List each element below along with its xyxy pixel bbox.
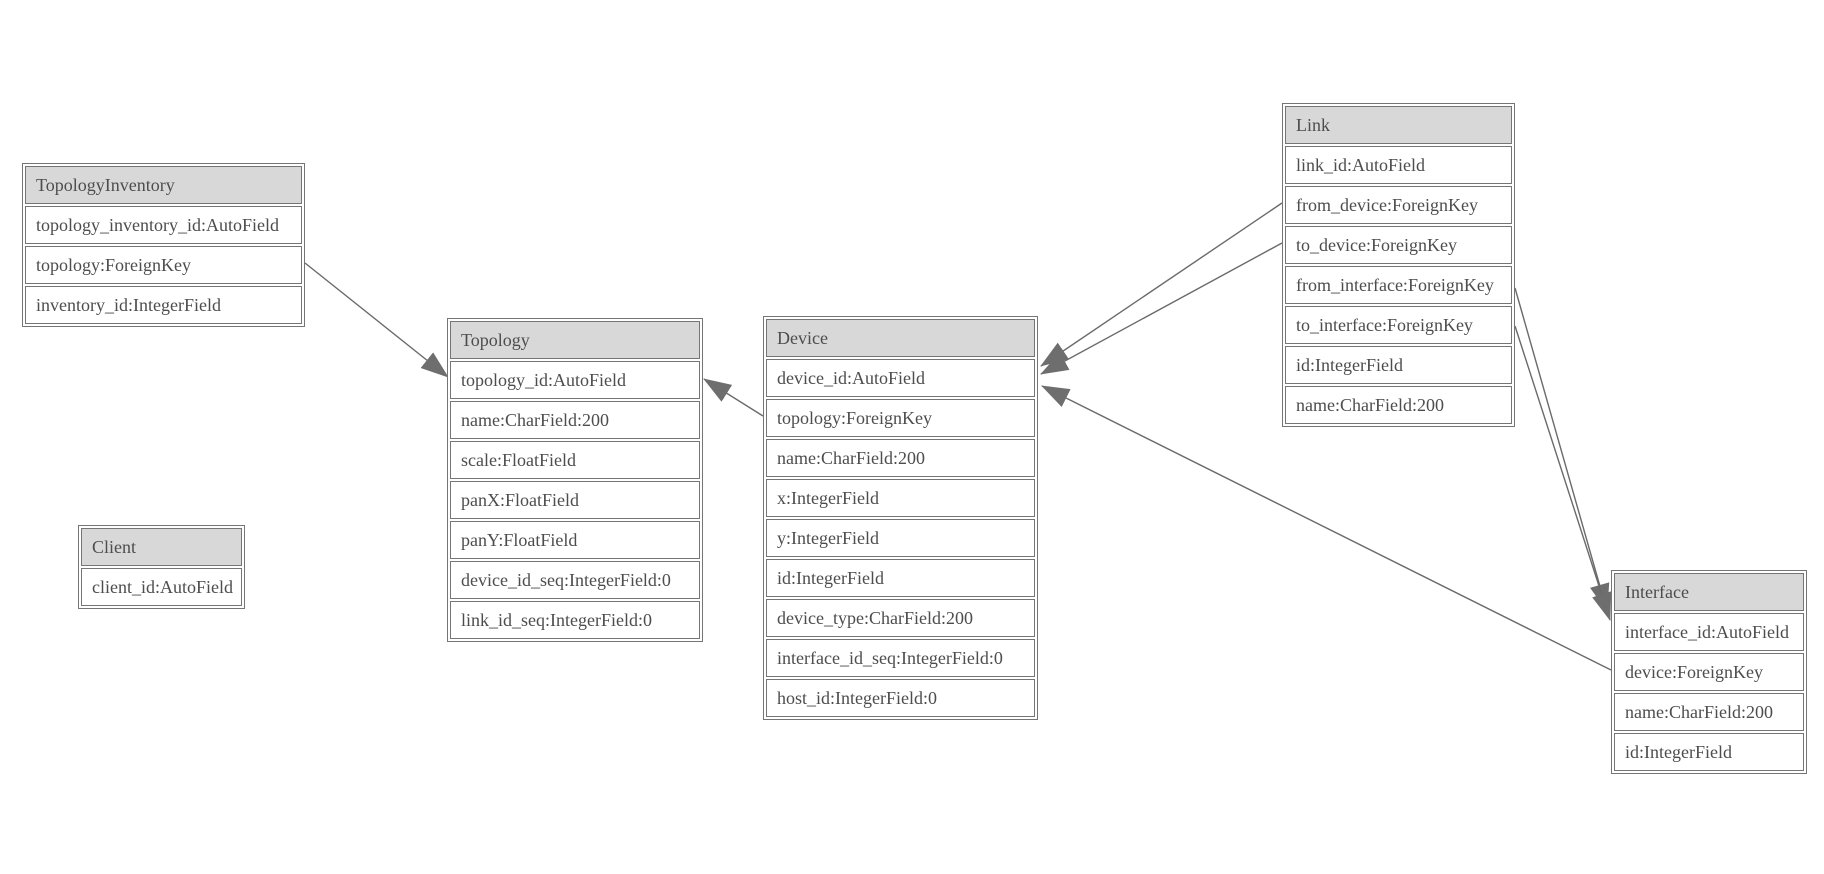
entity-topology-inventory-title: TopologyInventory: [25, 166, 302, 204]
entity-device-field-row: id:IntegerField: [766, 559, 1035, 597]
entity-device-field-row: host_id:IntegerField:0: [766, 679, 1035, 717]
entity-interface-title: Interface: [1614, 573, 1804, 611]
entity-topology-field-row: panY:FloatField: [450, 521, 700, 559]
entity-device-field-row: device_type:CharField:200: [766, 599, 1035, 637]
interface-device-fk-relationship-line: [1041, 385, 1612, 671]
entity-topology-field-row: panX:FloatField: [450, 481, 700, 519]
entity-topology-field-row: topology_id:AutoField: [450, 361, 700, 399]
entity-device-field-row: device_id:AutoField: [766, 359, 1035, 397]
entity-device-field-row: topology:ForeignKey: [766, 399, 1035, 437]
link-to-interface-fk-relationship-line: [1514, 325, 1612, 621]
device-topology-fk-relationship-line: [703, 378, 764, 417]
entity-device-field-row: interface_id_seq:IntegerField:0: [766, 639, 1035, 677]
entity-device-field-row: x:IntegerField: [766, 479, 1035, 517]
entity-link-field-row: id:IntegerField: [1285, 346, 1512, 384]
entity-link-title: Link: [1285, 106, 1512, 144]
link-from-interface-fk-relationship-line: [1514, 287, 1610, 612]
topology-inventory-topology-fk-relationship-line: [304, 262, 449, 378]
entity-link-field-row: to_interface:ForeignKey: [1285, 306, 1512, 344]
entity-device-field-row: y:IntegerField: [766, 519, 1035, 557]
entity-topology-field-row: link_id_seq:IntegerField:0: [450, 601, 700, 639]
entity-client-field-row: client_id:AutoField: [81, 568, 242, 606]
entity-interface-field-row: id:IntegerField: [1614, 733, 1804, 771]
entity-topology-title: Topology: [450, 321, 700, 359]
entity-topology-field-row: name:CharField:200: [450, 401, 700, 439]
entity-device-field-row: name:CharField:200: [766, 439, 1035, 477]
entity-topology-inventory-field-row: topology_inventory_id:AutoField: [25, 206, 302, 244]
entity-interface-field-row: name:CharField:200: [1614, 693, 1804, 731]
link-from-device-fk-relationship-line: [1040, 202, 1283, 367]
entity-topology-field-row: device_id_seq:IntegerField:0: [450, 561, 700, 599]
entity-link-field-row: from_device:ForeignKey: [1285, 186, 1512, 224]
entity-topology-inventory-field-row: inventory_id:IntegerField: [25, 286, 302, 324]
entity-device-title: Device: [766, 319, 1035, 357]
entity-link-field-row: from_interface:ForeignKey: [1285, 266, 1512, 304]
entity-link-field-row: link_id:AutoField: [1285, 146, 1512, 184]
entity-interface-field-row: device:ForeignKey: [1614, 653, 1804, 691]
entity-topology-inventory-field-row: topology:ForeignKey: [25, 246, 302, 284]
entity-topology-field-row: scale:FloatField: [450, 441, 700, 479]
entity-link-field-row: to_device:ForeignKey: [1285, 226, 1512, 264]
entity-link-field-row: name:CharField:200: [1285, 386, 1512, 424]
link-to-device-fk-relationship-line: [1040, 242, 1283, 375]
entity-client-title: Client: [81, 528, 242, 566]
entity-interface-field-row: interface_id:AutoField: [1614, 613, 1804, 651]
